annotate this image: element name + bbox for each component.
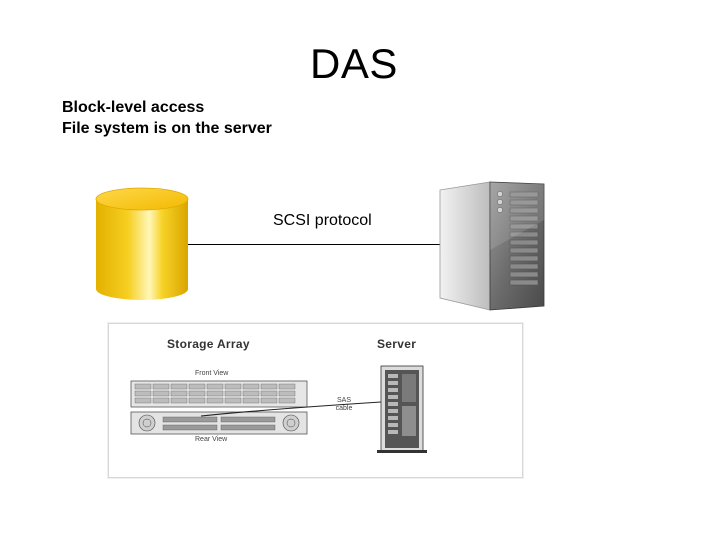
- storage-array-front-view: [130, 365, 427, 453]
- bullet-block-level: Block-level access: [62, 99, 205, 116]
- storage-array-heading: Storage Array: [167, 337, 250, 351]
- rear-view-label: Rear View: [195, 436, 228, 443]
- front-view-label: Front View: [195, 370, 229, 377]
- scsi-protocol-label: SCSI protocol: [273, 212, 372, 229]
- sas-cable-label: SAS cable: [335, 397, 353, 412]
- server-heading: Server: [377, 337, 417, 351]
- slide-title: DAS: [310, 40, 398, 87]
- das-photo-figure: Storage Array Server Front View Rear Vie…: [108, 323, 523, 478]
- server-tower-icon: [439, 181, 545, 311]
- bullet-list: Block-level access File system is on the…: [62, 97, 272, 139]
- database-cylinder-icon: [95, 187, 189, 300]
- bullet-file-system: File system is on the server: [62, 120, 272, 137]
- scsi-link-line: [188, 244, 444, 245]
